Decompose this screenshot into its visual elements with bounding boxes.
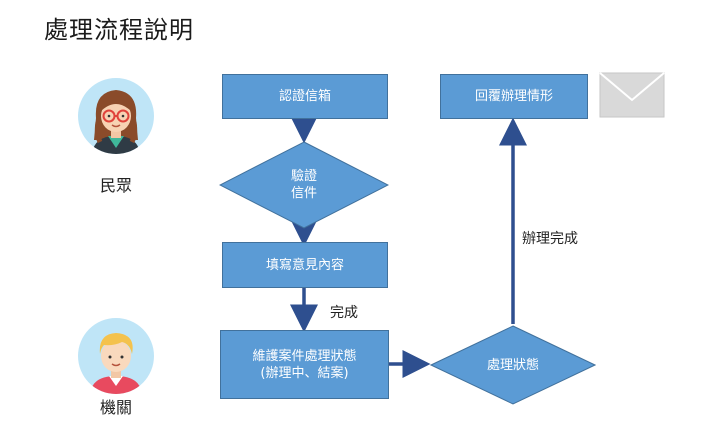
node-verify-mail: 驗證 信件 xyxy=(290,169,317,201)
node-process-status: 處理狀態 xyxy=(486,357,539,373)
node-maintain-status: 維護案件處理狀態 (辦理中、結案) xyxy=(220,330,389,399)
envelope-icon xyxy=(599,72,665,118)
node-verify-mail-shape xyxy=(219,141,389,229)
page-title: 處理流程說明 xyxy=(44,16,194,44)
edge-label-done: 完成 xyxy=(330,305,358,321)
edge-label-handling-done: 辦理完成 xyxy=(522,231,578,247)
node-verify-mailbox: 認證信箱 xyxy=(222,74,388,119)
node-reply-status: 回覆辦理情形 xyxy=(440,74,588,119)
woman-with-glasses-icon xyxy=(92,90,140,154)
node-process-status-shape xyxy=(430,325,596,405)
citizen-label: 民眾 xyxy=(99,176,132,195)
agency-avatar xyxy=(78,318,154,394)
citizen-avatar xyxy=(78,78,154,154)
agency-label: 機關 xyxy=(99,398,132,417)
node-fill-content: 填寫意見內容 xyxy=(222,242,388,288)
man-icon xyxy=(90,333,142,394)
